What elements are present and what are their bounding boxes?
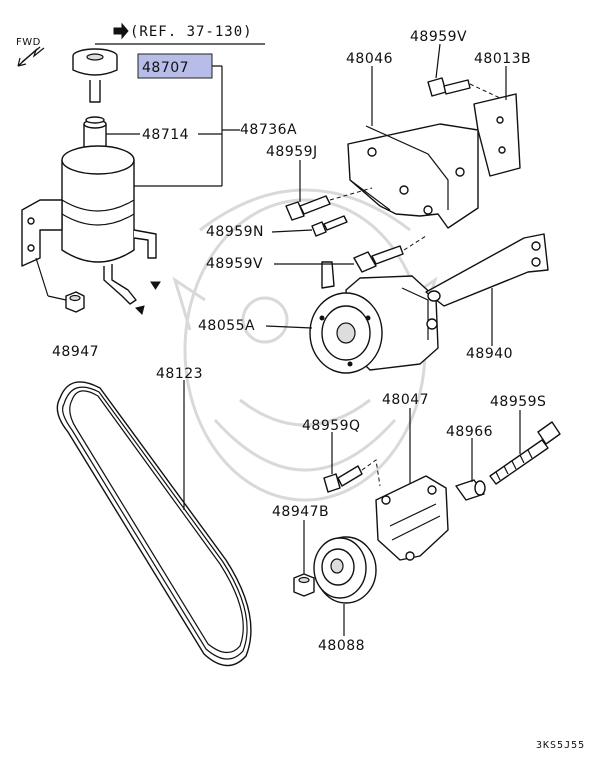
label-48055A[interactable]: 48055A: [198, 318, 255, 334]
idler-bracket-48047[interactable]: [375, 475, 449, 561]
arrow-right-icon: [113, 22, 129, 40]
label-48947[interactable]: 48947: [52, 344, 99, 360]
label-48940[interactable]: 48940: [466, 346, 513, 362]
bolt-48959V-top[interactable]: [427, 77, 471, 97]
bolt-48959V-mid[interactable]: [353, 245, 404, 273]
flow-arrow-icon: [135, 305, 145, 315]
diagram-code: 3KS5J55: [536, 740, 585, 751]
label-48959J[interactable]: 48959J: [266, 144, 318, 160]
label-48013B[interactable]: 48013B: [474, 51, 531, 67]
fwd-label: FWD: [16, 37, 41, 48]
part-labels: 48707 48714 48736A 48947 48046 48959V 48…: [52, 29, 546, 654]
label-48047[interactable]: 48047: [382, 392, 429, 408]
adjuster-48966[interactable]: [455, 479, 486, 501]
fwd-arrow-icon: [17, 47, 45, 67]
pump-bracket-48046[interactable]: [347, 123, 479, 229]
ref-label: (REF. 37-130): [130, 24, 253, 40]
label-48714[interactable]: 48714: [142, 127, 189, 143]
selected-part-highlight: [137, 53, 213, 79]
adjust-bolt-48959S[interactable]: [489, 421, 561, 485]
bolt-48959Q[interactable]: [323, 465, 363, 493]
pump-brace-48940[interactable]: [425, 233, 549, 307]
mount-bracket-48013B[interactable]: [473, 93, 521, 177]
idler-pulley-48088[interactable]: [313, 536, 377, 604]
label-48959V-mid[interactable]: 48959V: [206, 256, 263, 272]
bolt-48959J[interactable]: [285, 195, 331, 221]
bolt-48959N[interactable]: [311, 215, 348, 237]
label-48959S[interactable]: 48959S: [490, 394, 546, 410]
label-48959Q[interactable]: 48959Q: [302, 418, 361, 434]
leader-lines: [35, 43, 521, 636]
flow-arrow-icon: [150, 281, 161, 290]
label-48959V-top[interactable]: 48959V: [410, 29, 467, 45]
reservoir-tank[interactable]: [61, 116, 157, 305]
reference-note: (REF. 37-130): [95, 22, 265, 45]
drive-belt-48123[interactable]: [56, 381, 252, 667]
label-48959N[interactable]: 48959N: [206, 224, 264, 240]
label-48707[interactable]: 48707: [142, 60, 189, 76]
label-48736A[interactable]: 48736A: [240, 122, 297, 138]
reservoir-bracket[interactable]: [21, 199, 63, 267]
label-48088[interactable]: 48088: [318, 638, 365, 654]
fwd-indicator: FWD: [16, 37, 45, 67]
nut-48947B[interactable]: [293, 573, 315, 597]
label-48966[interactable]: 48966: [446, 424, 493, 440]
reservoir-cap[interactable]: [72, 48, 118, 103]
label-48947B[interactable]: 48947B: [272, 504, 329, 520]
label-48123[interactable]: 48123: [156, 366, 203, 382]
nut-48947[interactable]: [65, 291, 85, 313]
label-48046[interactable]: 48046: [346, 51, 393, 67]
steering-pump-48055A[interactable]: [309, 261, 439, 374]
